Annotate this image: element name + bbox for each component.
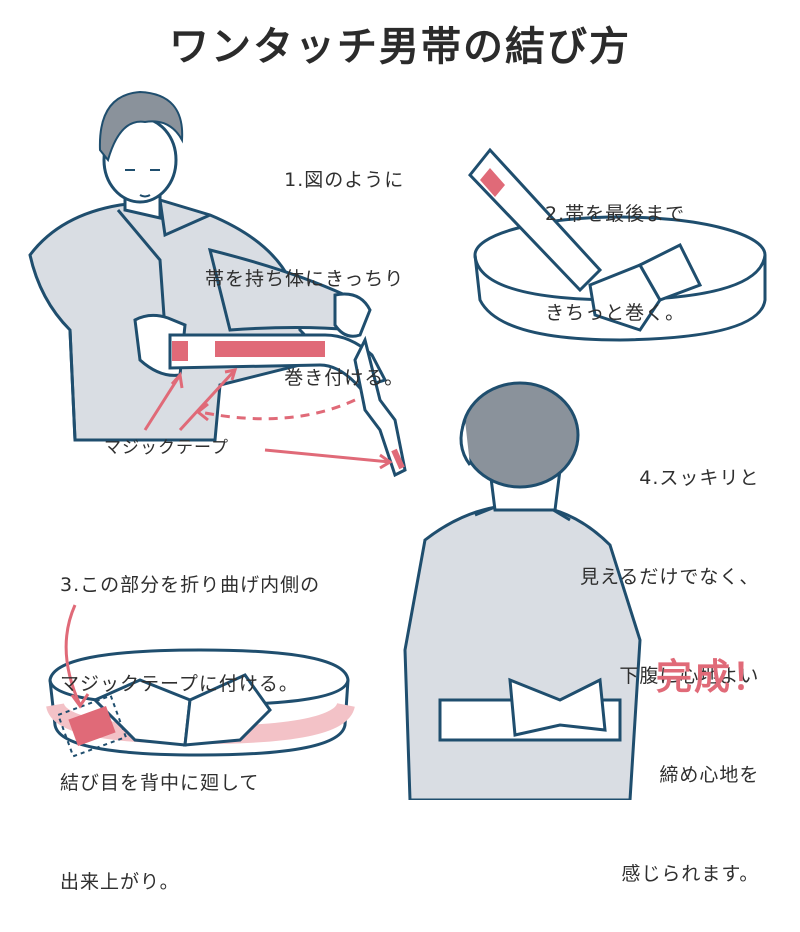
step2-obi-illustration [468,147,767,342]
step3-line: 出来上がり。 [60,871,180,893]
magic-tape-arrows [143,368,393,470]
step3-instructions: 3.この部分を折り曲げ内側の マジックテープに付ける。 結び目を背中に廻して 出… [60,503,320,932]
step4-line: 見えるだけでなく、 [580,566,760,588]
step3-line: マジックテープに付ける。 [60,673,299,695]
step4-line: 感じられます。 [621,863,760,885]
step2-instructions: 2.帯を最後まで きちっと巻く。 [545,132,685,363]
step3-line: 結び目を背中に廻して [60,772,260,794]
illustration-canvas [28,90,767,800]
step4-line: 下腹に心地よい [619,665,760,687]
step1-line: 1.図のように [284,169,405,191]
magic-tape-label: マジックテープ [104,438,229,458]
step4-line: 4.スッキリと [639,467,760,489]
page-title: ワンタッチ男帯の結び方 [169,24,631,70]
step1-line: 巻き付ける。 [284,367,405,389]
step3-line: 3.この部分を折り曲げ内側の [60,574,321,596]
step2-line: きちっと巻く。 [545,302,686,324]
step2-line: 2.帯を最後まで [545,203,686,225]
step1-line: 帯を持ち体にきっちり [205,268,405,290]
step4-figure-back [403,381,642,800]
complete-label: 完成！ [656,657,771,698]
step4-line: 締め心地を [659,764,760,786]
step3-obi-illustration [46,604,355,758]
step1-instructions: 1.図のように 帯を持ち体にきっちり 巻き付ける。 [205,98,404,428]
step1-figure [28,90,407,478]
